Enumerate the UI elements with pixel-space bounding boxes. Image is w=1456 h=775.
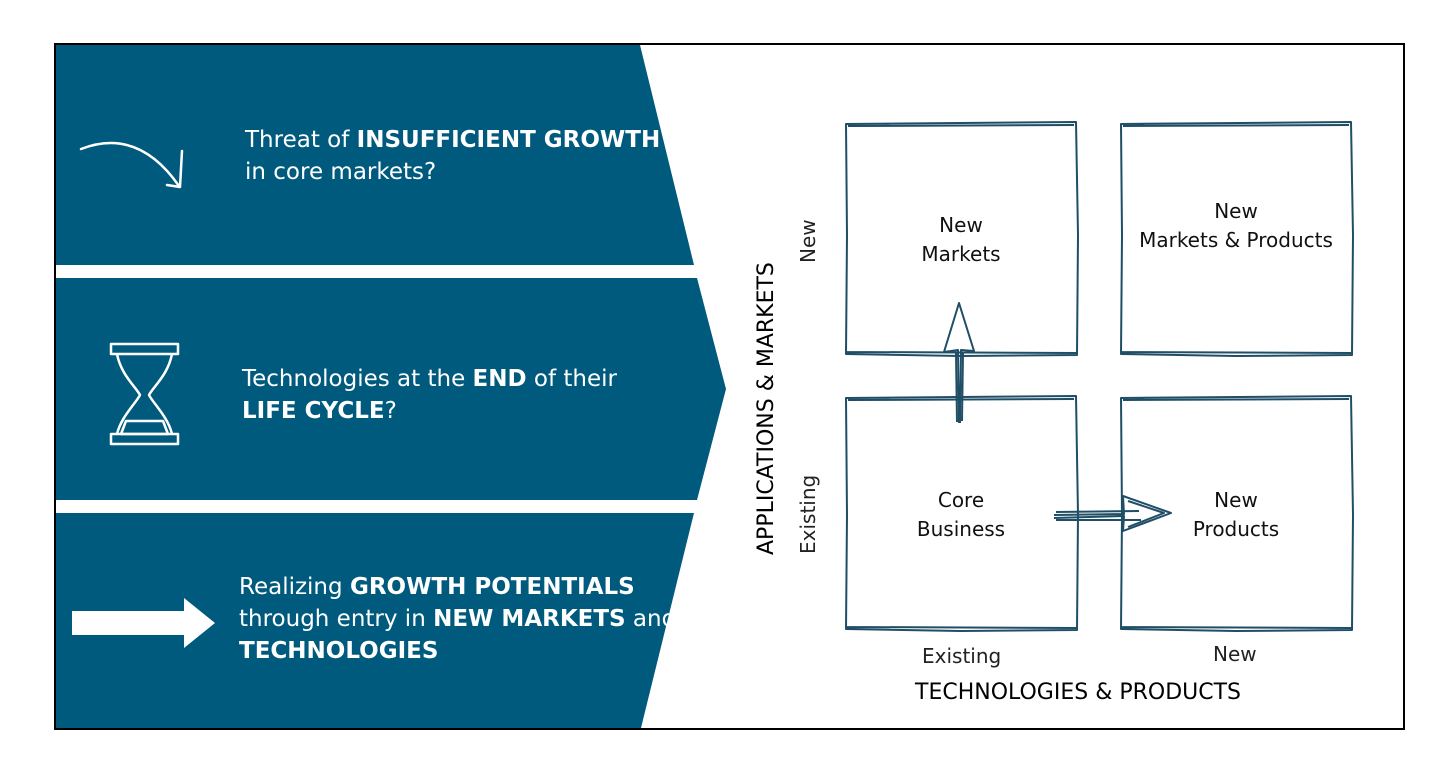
band-text-segment: ? (384, 398, 397, 424)
curved-down-arrow-icon (79, 141, 184, 189)
band-2-text: Technologies at the END of their LIFE CY… (242, 363, 617, 427)
band-3-line: Realizing GROWTH POTENTIALS (239, 571, 676, 603)
band-text-segment: through entry in (239, 606, 434, 632)
bands-layer (56, 45, 726, 728)
cell-label-new-markets-products: New Markets & Products (1139, 197, 1333, 255)
cell-box-bottom-right (1120, 395, 1354, 632)
cell-label-line: Products (1192, 517, 1280, 541)
band-text-emphasis: GROWTH POTENTIALS (349, 574, 635, 600)
band-text-segment: Threat of (245, 127, 357, 153)
band-text-segment: of their (526, 366, 617, 392)
y-axis-title: APPLICATIONS & MARKETS (754, 262, 779, 555)
band-2-line: Technologies at the END of their (242, 363, 617, 395)
band-text-segment: Technologies at the (242, 366, 473, 392)
diagram-frame: Threat of INSUFFICIENT GROWTH in core ma… (54, 43, 1405, 730)
band-text-segment: in core markets? (245, 159, 437, 185)
band-1-line: in core markets? (245, 156, 660, 188)
cell-label-line: Markets & Products (1139, 228, 1333, 252)
cell-label-line: New (939, 213, 983, 237)
band-text-emphasis: TECHNOLOGIES (239, 638, 439, 664)
y-tick-existing: Existing (796, 474, 820, 554)
hourglass-icon (109, 342, 180, 446)
band-1-line: Threat of INSUFFICIENT GROWTH (245, 124, 660, 156)
band-insufficient-growth (56, 45, 694, 265)
cell-label-line: New (1214, 488, 1258, 512)
up-arrow-icon (943, 302, 975, 424)
x-tick-new: New (1213, 642, 1257, 666)
cell-box-top-right (1120, 121, 1354, 357)
cell-label-new-markets: New Markets (921, 211, 1000, 269)
band-1-text: Threat of INSUFFICIENT GROWTH in core ma… (245, 124, 660, 188)
band-text-emphasis: LIFE CYCLE (242, 398, 385, 424)
band-3-text: Realizing GROWTH POTENTIALS through entr… (239, 571, 676, 667)
right-arrow-icon (72, 598, 215, 648)
matrix-layer (845, 121, 1354, 632)
band-2-line: LIFE CYCLE? (242, 395, 617, 427)
band-text-segment: and (625, 606, 677, 632)
band-text-emphasis: END (472, 366, 527, 392)
cell-label-new-products: New Products (1193, 486, 1279, 544)
cell-label-line: New (1214, 199, 1258, 223)
y-tick-new: New (796, 219, 820, 263)
band-text-segment: Realizing (239, 574, 350, 600)
band-3-line: through entry in NEW MARKETS and (239, 603, 676, 635)
cell-label-line: Business (916, 517, 1006, 541)
x-axis-title: TECHNOLOGIES & PRODUCTS (915, 680, 1242, 705)
band-text-emphasis: NEW MARKETS (433, 606, 626, 632)
cell-label-line: Core (937, 488, 985, 512)
right-arrow-matrix-icon (1053, 495, 1172, 532)
cell-label-core-business: Core Business (917, 486, 1005, 544)
band-end-of-life-cycle (56, 278, 726, 500)
x-tick-existing: Existing (922, 644, 1002, 668)
cell-label-line: Markets (921, 242, 1001, 266)
band-growth-potentials (56, 513, 694, 728)
band-text-emphasis: INSUFFICIENT GROWTH (356, 127, 661, 153)
band-3-line: TECHNOLOGIES (239, 635, 676, 667)
